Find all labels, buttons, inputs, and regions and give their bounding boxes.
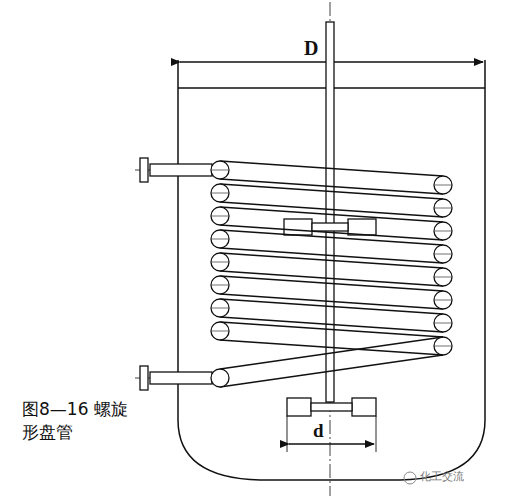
coil-axis (212, 308, 228, 309)
coil-axis (212, 285, 228, 286)
coil-tube (220, 276, 443, 291)
coil-section (434, 222, 452, 240)
coil-axis (212, 170, 228, 171)
coil-axis (435, 208, 451, 209)
coil-section (434, 291, 452, 309)
coil-tube (220, 161, 443, 176)
coil-section (434, 199, 452, 217)
coil-section (211, 253, 229, 271)
coil-axis (212, 216, 228, 217)
coil-axis (435, 323, 451, 324)
coil-section (434, 314, 452, 332)
coil-section (211, 369, 229, 387)
coil-section (211, 276, 229, 294)
coil-tube (220, 253, 443, 268)
impeller-hub (312, 223, 348, 231)
impeller-hub (311, 403, 352, 411)
coil-axis (212, 262, 228, 263)
coil-section (434, 245, 452, 263)
coil-axis (212, 193, 228, 194)
extension-line (376, 416, 377, 452)
coil-section (434, 268, 452, 286)
coil-section (434, 337, 452, 355)
coil-section (211, 299, 229, 317)
coil-pipe (150, 372, 212, 384)
coil-axis (435, 185, 451, 186)
coil-axis (212, 331, 228, 332)
pipe-flange (140, 366, 148, 390)
coil-tube (220, 184, 443, 199)
dimension-label: D (304, 36, 318, 60)
impeller-blade (352, 398, 376, 416)
coil-axis (212, 239, 228, 240)
extension-line (287, 416, 288, 452)
impeller-blade (348, 219, 376, 235)
coil-axis (435, 277, 451, 278)
coil-axis (435, 254, 451, 255)
coil-axis (435, 346, 451, 347)
coil-axis (435, 231, 451, 232)
dimension-line (289, 443, 374, 444)
watermark-icon (404, 472, 416, 484)
coil-pipe (150, 164, 212, 176)
coil-tube (220, 337, 443, 369)
coil-section (434, 176, 452, 194)
coil-tube (220, 207, 443, 222)
coil-section (211, 207, 229, 225)
dimension-label: d (313, 420, 324, 443)
figure-caption: 图8—16 螺旋形盘管 (22, 398, 142, 444)
coil-axis (435, 300, 451, 301)
coil-section (211, 161, 229, 179)
impeller-blade (284, 219, 312, 235)
coil-tube (220, 299, 443, 314)
watermark: 化工交流 (420, 470, 464, 483)
coil-section (211, 322, 229, 340)
coil-section (211, 184, 229, 202)
coil-section (211, 230, 229, 248)
coil-tube (220, 230, 443, 245)
coil-tube (220, 322, 443, 337)
agitator-shaft (326, 22, 334, 402)
spiral-coil (211, 161, 452, 387)
impeller-blade (287, 398, 311, 416)
coil-tube (220, 355, 443, 387)
pipe-flange (140, 158, 148, 182)
